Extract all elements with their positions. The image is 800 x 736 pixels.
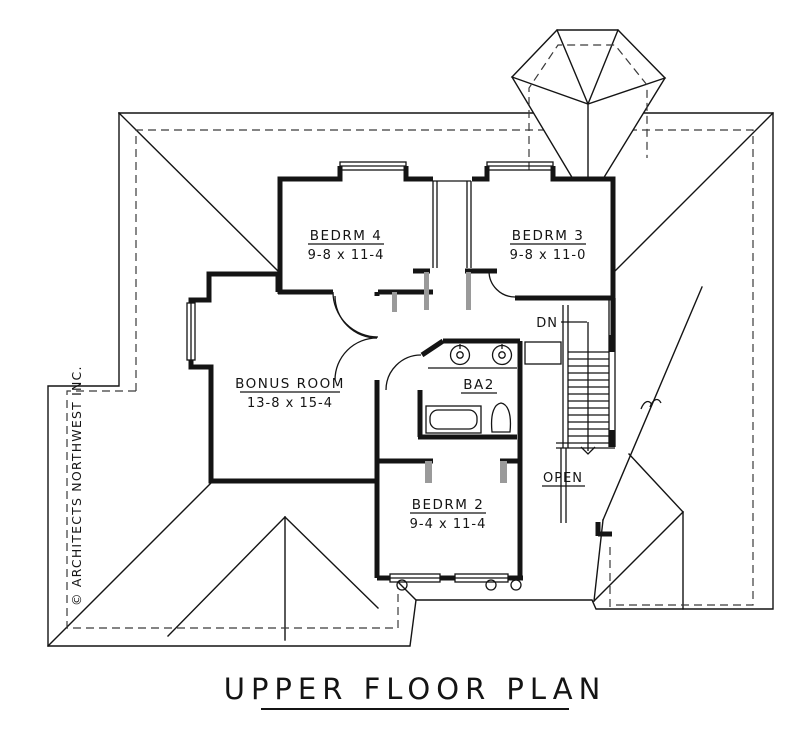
room-dims-bedrm4: 9-8 x 11-4 bbox=[308, 248, 385, 263]
window-bedrm4-bay bbox=[339, 161, 407, 171]
sheet-title: UPPER FLOOR PLAN bbox=[224, 672, 607, 710]
bathtub-icon bbox=[425, 405, 482, 434]
door-bonus-lower bbox=[334, 337, 378, 381]
linen-shelf bbox=[524, 341, 562, 365]
stair-down-arrow bbox=[580, 446, 596, 455]
room-dims-bedrm3: 9-8 x 11-0 bbox=[510, 248, 587, 263]
window-bedrm2-b bbox=[454, 573, 509, 583]
sink-right-icon bbox=[491, 344, 513, 366]
hip-top-left bbox=[118, 112, 279, 272]
door-ba2 bbox=[385, 354, 422, 391]
door-bedrm3 bbox=[488, 270, 516, 298]
gable-roof bbox=[167, 516, 379, 641]
plan-title: UPPER FLOOR PLAN bbox=[224, 672, 607, 706]
bath-fixtures bbox=[425, 341, 562, 434]
window-bedrm2-a bbox=[389, 573, 441, 583]
room-name-ba2: BA2 bbox=[463, 377, 495, 393]
hip-top-right bbox=[612, 112, 774, 274]
staircase bbox=[556, 298, 616, 523]
windows bbox=[186, 161, 554, 583]
sink-left-icon bbox=[449, 344, 471, 366]
turret-bay-roof bbox=[510, 29, 667, 180]
copyright-text: © ARCHITECTS NORTHWEST INC. bbox=[69, 365, 84, 606]
walls bbox=[188, 166, 616, 581]
room-dims-bedrm2: 9-4 x 11-4 bbox=[410, 517, 487, 532]
door-jambs bbox=[392, 272, 507, 483]
room-name-bonus: BONUS ROOM bbox=[235, 376, 345, 392]
open-below-label: OPEN bbox=[543, 471, 583, 486]
room-name-bedrm2: BEDRM 2 bbox=[412, 497, 485, 513]
room-labels: BEDRM 4 9-8 x 11-4 BEDRM 3 9-8 x 11-0 BO… bbox=[235, 228, 586, 532]
door-swings bbox=[332, 270, 516, 391]
stairs-dn-label: DN bbox=[536, 316, 558, 331]
porch-columns bbox=[396, 579, 522, 591]
hip-bottom-left bbox=[47, 481, 213, 647]
toilet-icon bbox=[490, 402, 512, 433]
roof-dashed-lines bbox=[66, 129, 754, 629]
roof-outline bbox=[47, 112, 774, 647]
room-name-bedrm4: BEDRM 4 bbox=[310, 228, 383, 244]
window-bedrm3-bay bbox=[486, 161, 554, 171]
room-dims-bonus: 13-8 x 15-4 bbox=[247, 396, 333, 411]
window-bonus-left bbox=[186, 302, 196, 361]
door-bonus-upper bbox=[334, 295, 378, 339]
room-name-bedrm3: BEDRM 3 bbox=[512, 228, 585, 244]
